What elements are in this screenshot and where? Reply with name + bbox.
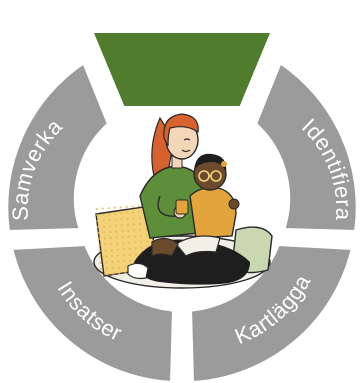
segment-insatser[interactable]: Insatser [8,241,177,383]
adult-reading-with-child-illustration [93,113,273,289]
segment-label-upptacka: Upptäcka [128,0,237,34]
segment-kartlagga[interactable]: Kartlägga [187,241,356,383]
segment-samverka[interactable]: Samverka [4,58,112,235]
segment-upptacka[interactable]: Upptäcka [88,0,276,110]
